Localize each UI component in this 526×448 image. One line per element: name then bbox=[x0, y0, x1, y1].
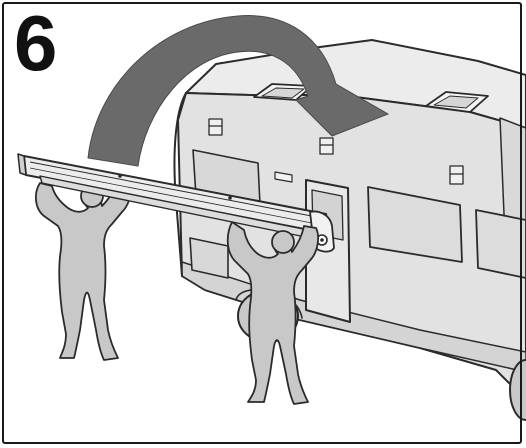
rv-wheel-front bbox=[509, 359, 526, 421]
rv-window-front bbox=[475, 209, 526, 279]
person-left-icon bbox=[35, 179, 131, 361]
rv-skirt bbox=[181, 261, 526, 373]
rv-window-mid bbox=[367, 186, 463, 263]
mounting-bracket-1 bbox=[208, 118, 223, 136]
awning-cassette-icon bbox=[17, 153, 335, 253]
roof-vent-right bbox=[425, 91, 489, 113]
person-right-icon bbox=[226, 221, 319, 405]
rv-window-small bbox=[189, 237, 229, 279]
mounting-bracket-2 bbox=[319, 137, 334, 155]
curved-arrow-icon bbox=[87, 15, 390, 167]
roof-vent-left bbox=[253, 83, 313, 101]
mounting-bracket-3 bbox=[449, 165, 464, 185]
rv-side-vent bbox=[274, 171, 293, 183]
step-number: 6 bbox=[14, 0, 58, 87]
